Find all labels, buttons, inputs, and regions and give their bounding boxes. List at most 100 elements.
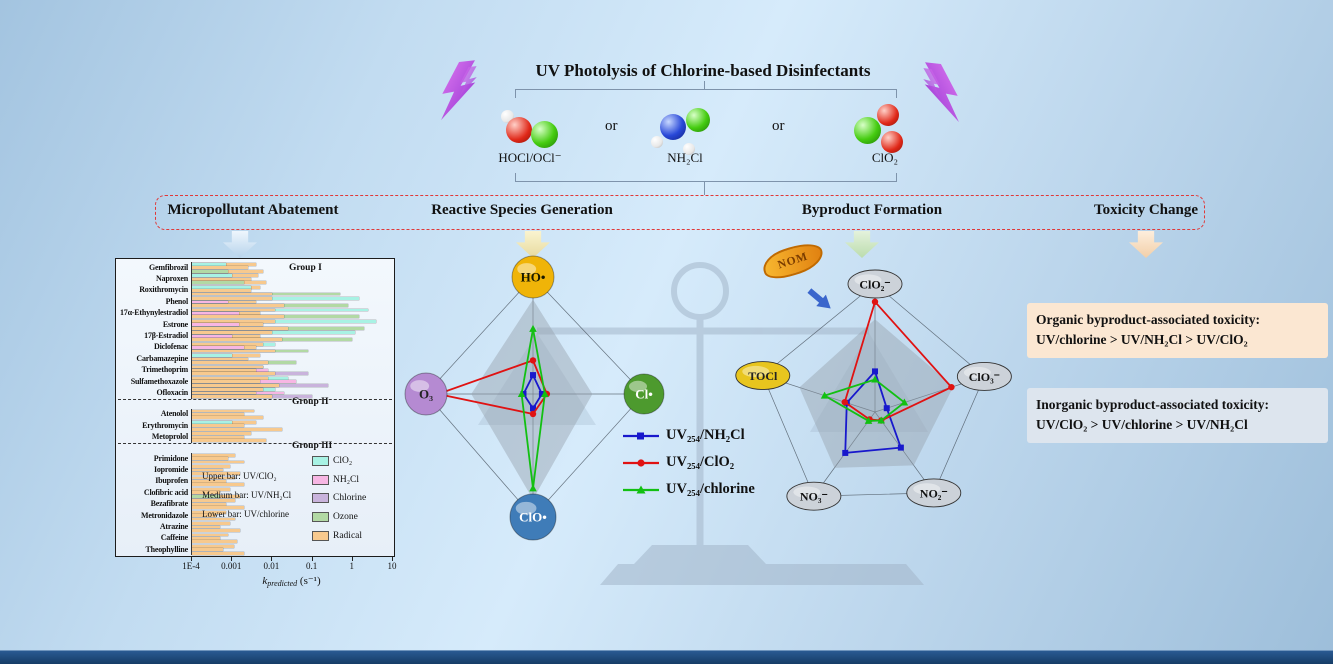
bar-segment xyxy=(192,319,276,323)
radar-node xyxy=(623,373,665,415)
compound-label: Roxithromycin xyxy=(139,285,188,295)
radar-legend-row: UV₂₅₄/ClO₂ xyxy=(622,449,755,476)
bar-row: Carbamazepine xyxy=(118,353,392,365)
bar-segment xyxy=(192,380,260,384)
bar-segment xyxy=(192,388,264,392)
bar-lane xyxy=(191,296,392,308)
bar-segment xyxy=(192,460,245,464)
bar-segment xyxy=(192,274,232,278)
series-marker xyxy=(530,372,536,379)
bar-segment xyxy=(192,502,226,506)
axis-tick xyxy=(271,557,273,561)
compound-label: Naproxen xyxy=(155,274,188,284)
bar-segment xyxy=(192,334,232,338)
bar-lane xyxy=(191,284,392,297)
legend-row: ClO₂ xyxy=(312,452,366,471)
byproduct-radar: ClO₂⁻ClO₃⁻NO₂⁻NO₃⁻TOCl xyxy=(735,269,1012,511)
bar-lane xyxy=(191,318,392,331)
bar-lane xyxy=(191,375,392,388)
series-marker xyxy=(530,405,536,412)
bar-segment xyxy=(192,297,360,300)
legend-row: Chlorine xyxy=(312,489,366,508)
bar-segment xyxy=(192,480,226,483)
series-marker xyxy=(541,390,549,397)
node-highlight xyxy=(515,501,537,515)
bar-segment xyxy=(192,413,245,416)
node-highlight xyxy=(793,486,821,498)
bar-lane xyxy=(191,273,392,285)
axis-tick-label: 1E-4 xyxy=(182,561,200,571)
node-label: HO• xyxy=(521,270,546,285)
hydrogen-atom xyxy=(683,143,695,155)
bar-segment xyxy=(192,323,240,327)
bar-segment xyxy=(192,522,231,525)
bar-segment xyxy=(192,421,232,424)
process-box xyxy=(155,195,1205,230)
compound-label: Metronidazole xyxy=(140,510,188,520)
series-marker xyxy=(948,383,955,391)
series-marker xyxy=(864,416,873,424)
bar-row: Estrone xyxy=(118,318,392,331)
series-marker xyxy=(529,324,537,332)
bar-segment xyxy=(192,472,241,475)
bar-segment xyxy=(192,432,252,436)
bar-segment xyxy=(192,368,257,372)
radar-background-shape xyxy=(471,299,593,500)
group-separator: Group III xyxy=(118,440,392,453)
bar-segment xyxy=(192,409,254,413)
legend-swatch xyxy=(312,493,329,504)
bar-row: Theophylline xyxy=(118,543,392,556)
group-label: Group III xyxy=(292,440,333,451)
node-label: ClO₃⁻ xyxy=(969,370,1000,384)
bar-row: 17β-Estradiol xyxy=(118,330,392,342)
bar-row: Metoprolol xyxy=(118,431,392,443)
series-marker xyxy=(897,444,904,451)
oxygen-atom xyxy=(881,131,903,153)
radar-legend-row: UV₂₅₄/chlorine xyxy=(622,476,755,503)
series-marker xyxy=(820,391,829,399)
section-micropollutant-abatement: Micropollutant Abatement xyxy=(167,202,339,218)
compound-label: Gemfibrozil xyxy=(149,262,188,272)
bar-row: Erythromycin xyxy=(118,420,392,432)
lightning-icon xyxy=(923,62,959,123)
bar-segment xyxy=(192,517,236,521)
bar-segment xyxy=(192,349,276,353)
node-highlight xyxy=(854,274,882,286)
clo2-label: ClO₂ xyxy=(871,150,899,165)
bar-row: Atenolol xyxy=(118,408,392,421)
bar-lane xyxy=(191,532,392,544)
axis-unit: (s⁻¹) xyxy=(297,575,321,587)
radar-node xyxy=(847,269,903,299)
axis-tick xyxy=(392,557,393,561)
radar-node xyxy=(956,362,1012,391)
bar-segment xyxy=(192,395,272,398)
bar-lane xyxy=(191,364,392,376)
bar-segment xyxy=(192,354,232,357)
or-word: or xyxy=(772,118,785,134)
group-label: Group II xyxy=(292,396,329,407)
node-highlight xyxy=(410,380,430,392)
legend-label: ClO₂ xyxy=(333,456,353,467)
or-word: or xyxy=(605,118,618,134)
radar-node xyxy=(786,481,842,511)
bar-row: Caffeine xyxy=(118,532,392,544)
bar-lane xyxy=(191,475,392,488)
series-label: UV₂₅₄/ClO₂ xyxy=(666,454,735,470)
bar-row: Bezafibrate xyxy=(118,498,392,510)
bracket-tick xyxy=(704,81,705,89)
hydrogen-atom xyxy=(651,136,663,148)
main-title: UV Photolysis of Chlorine-based Disinfec… xyxy=(535,61,871,80)
inorganic-toxicity-order: UV/ClO₂ > UV/chlorine > UV/NH₂Cl xyxy=(1036,417,1248,433)
bar-segment xyxy=(192,281,245,284)
bar-segment xyxy=(192,491,220,495)
radar-outline xyxy=(762,283,985,497)
legend-label: Chlorine xyxy=(333,493,367,504)
compound-label: Bezafibrate xyxy=(150,499,189,509)
bar-segment xyxy=(192,514,217,517)
bar-segment xyxy=(192,292,272,296)
